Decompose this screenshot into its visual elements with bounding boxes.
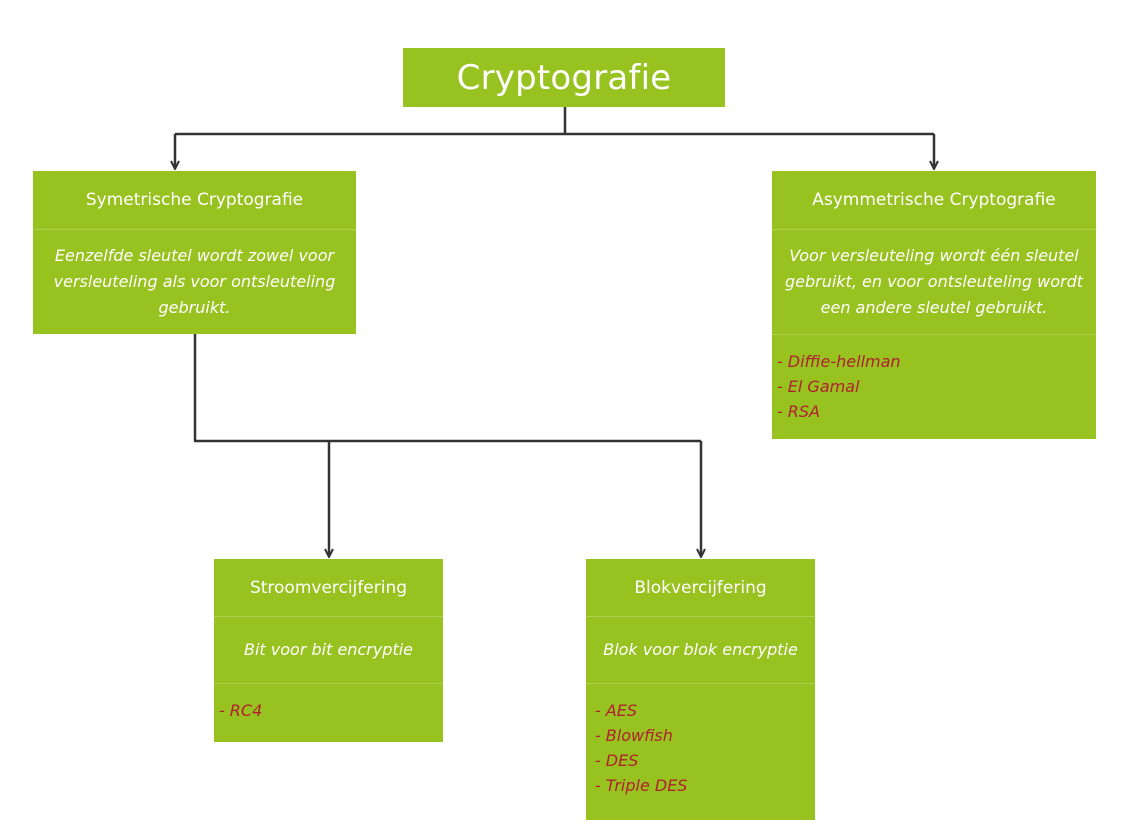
- asymmetric-description: Voor versleuteling wordt één sleutel geb…: [772, 230, 1096, 335]
- list-dash: -: [219, 701, 225, 720]
- algorithm-item: -Triple DES: [595, 773, 815, 798]
- algorithm-name: RSA: [787, 402, 820, 421]
- stream-cipher-node: Stroomvercijfering Bit voor bit encrypti…: [214, 559, 443, 742]
- asymmetric-title: Asymmetrische Cryptografie: [772, 171, 1096, 230]
- algorithm-item: -Blowfish: [595, 723, 815, 748]
- algorithm-name: AES: [605, 701, 637, 720]
- algorithm-name: Blowfish: [605, 726, 673, 745]
- block-cipher-title: Blokvercijfering: [586, 559, 815, 617]
- algorithm-item: -RC4: [219, 698, 443, 723]
- asymmetric-algorithm-list: -Diffie-hellman -El Gamal -RSA: [772, 335, 1096, 424]
- algorithm-item: -Diffie-hellman: [777, 349, 1096, 374]
- list-dash: -: [595, 726, 601, 745]
- stream-algorithm-list: -RC4: [214, 684, 443, 723]
- symmetric-node: Symetrische Cryptografie Eenzelfde sleut…: [33, 171, 356, 334]
- algorithm-item: -RSA: [777, 399, 1096, 424]
- algorithm-name: El Gamal: [787, 377, 860, 396]
- root-title: Cryptografie: [456, 57, 672, 98]
- list-dash: -: [595, 776, 601, 795]
- algorithm-item: -DES: [595, 748, 815, 773]
- asymmetric-node: Asymmetrische Cryptografie Voor versleut…: [772, 171, 1096, 439]
- algorithm-name: RC4: [229, 701, 263, 720]
- stream-cipher-title: Stroomvercijfering: [214, 559, 443, 617]
- algorithm-item: -AES: [595, 698, 815, 723]
- list-dash: -: [777, 377, 783, 396]
- stream-cipher-description: Bit voor bit encryptie: [214, 617, 443, 684]
- list-dash: -: [777, 352, 783, 371]
- block-cipher-node: Blokvercijfering Blok voor blok encrypti…: [586, 559, 815, 820]
- list-dash: -: [595, 751, 601, 770]
- block-algorithm-list: -AES -Blowfish -DES -Triple DES: [586, 684, 815, 798]
- list-dash: -: [595, 701, 601, 720]
- list-dash: -: [777, 402, 783, 421]
- algorithm-item: -El Gamal: [777, 374, 1096, 399]
- algorithm-name: Diffie-hellman: [787, 352, 901, 371]
- root-node: Cryptografie: [403, 48, 725, 107]
- algorithm-name: Triple DES: [605, 776, 688, 795]
- block-cipher-description: Blok voor blok encryptie: [586, 617, 815, 684]
- algorithm-name: DES: [605, 751, 639, 770]
- symmetric-description: Eenzelfde sleutel wordt zowel voor versl…: [53, 246, 336, 317]
- symmetric-title: Symetrische Cryptografie: [33, 171, 356, 230]
